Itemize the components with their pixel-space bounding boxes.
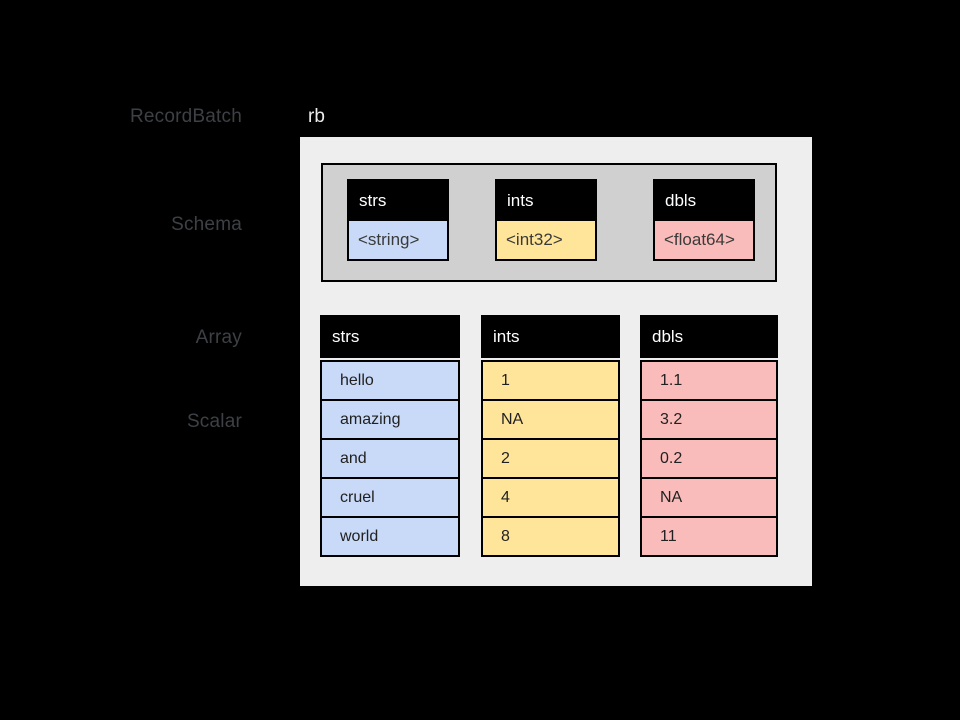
array-cell: 1.1 [640, 360, 778, 401]
array-ints: ints 1 NA 2 4 8 [481, 315, 620, 557]
schema-field-dbls: dbls <float64> [653, 179, 755, 261]
schema-field-type: <string> [347, 219, 449, 261]
array-header: ints [481, 315, 620, 358]
array-cell: 0.2 [640, 438, 778, 479]
arrow-line [253, 223, 313, 225]
array-cell: amazing [320, 399, 460, 440]
array-cell: cruel [320, 477, 460, 518]
label-scalar: Scalar [186, 411, 242, 432]
schema-field-type: <int32> [495, 219, 597, 261]
recordbatch-box: strs <string> ints <int32> dbls <float64… [300, 137, 812, 586]
array-cell: and [320, 438, 460, 479]
array-cell: hello [320, 360, 460, 401]
arrow-line [253, 420, 330, 422]
array-cell: 2 [481, 438, 620, 479]
array-cell: 8 [481, 516, 620, 557]
array-dbls: dbls 1.1 3.2 0.2 NA 11 [640, 315, 778, 557]
array-cell: 3.2 [640, 399, 778, 440]
schema-field-ints: ints <int32> [495, 179, 597, 261]
schema-field-type: <float64> [653, 219, 755, 261]
array-strs: strs hello amazing and cruel world [320, 315, 460, 557]
array-cell: 11 [640, 516, 778, 557]
array-cell: world [320, 516, 460, 557]
schema-field-name: ints [495, 179, 597, 219]
label-rb: rb [308, 106, 325, 127]
label-schema: Schema [171, 214, 242, 235]
array-cell: 4 [481, 477, 620, 518]
arrow-line [253, 336, 311, 338]
array-header: strs [320, 315, 460, 358]
schema-field-name: strs [347, 179, 449, 219]
schema-field-name: dbls [653, 179, 755, 219]
schema-box: strs <string> ints <int32> dbls <float64… [321, 163, 777, 282]
schema-field-strs: strs <string> [347, 179, 449, 261]
array-cell: NA [640, 477, 778, 518]
label-array: Array [195, 327, 242, 348]
array-header: dbls [640, 315, 778, 358]
label-recordbatch: RecordBatch [129, 106, 242, 127]
array-cell: 1 [481, 360, 620, 401]
array-cell: NA [481, 399, 620, 440]
